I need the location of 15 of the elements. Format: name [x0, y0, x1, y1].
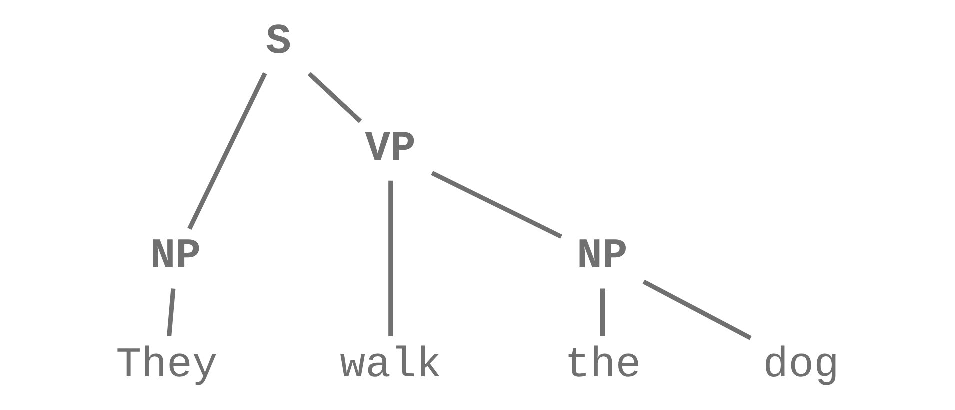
node-text: VP — [365, 125, 416, 174]
connector — [308, 72, 362, 124]
node-text: walk — [340, 342, 442, 390]
node-text: NP — [150, 232, 202, 281]
node-text: dog — [763, 342, 840, 390]
node-text: the — [564, 342, 642, 390]
connector — [167, 288, 176, 336]
connector — [388, 180, 394, 336]
node-text: They — [116, 342, 218, 390]
connector — [188, 72, 268, 230]
connector — [600, 288, 605, 336]
node-text: S — [266, 18, 292, 66]
node-text: NP — [577, 232, 628, 281]
connector — [642, 280, 752, 340]
connector — [431, 171, 562, 239]
